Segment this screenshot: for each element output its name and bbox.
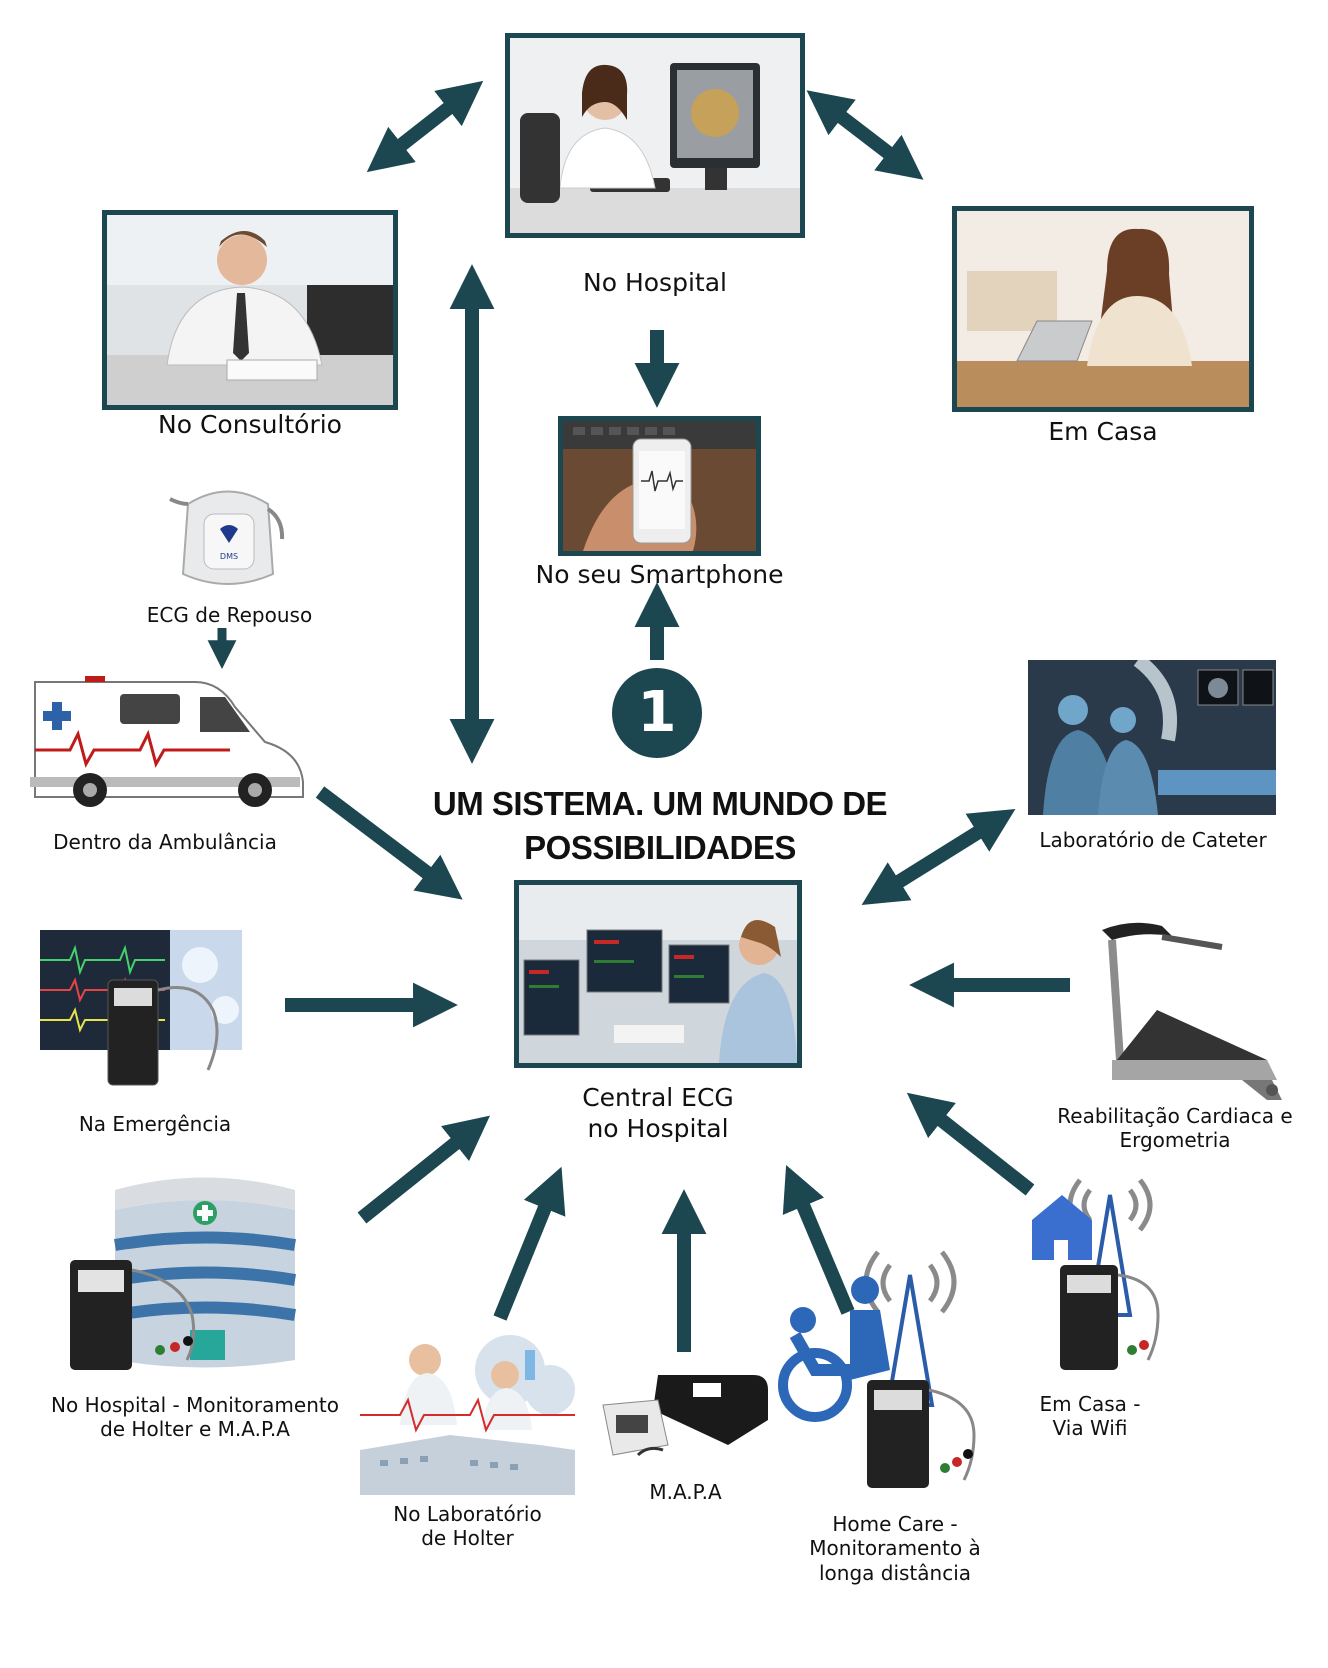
consultorio-photo <box>102 210 398 410</box>
cath-lab-icon <box>1028 660 1276 815</box>
central-label-line1: Central ECG <box>582 1083 734 1112</box>
house-antenna-image <box>1032 1165 1167 1375</box>
doctor-writing-icon <box>107 215 393 405</box>
holter-hospital-label-line1: No Hospital - Monitoramento <box>51 1393 339 1417</box>
svg-text:DMS: DMS <box>220 552 238 561</box>
arrow-homecare-central <box>782 1164 855 1315</box>
ambulance-icon <box>30 676 304 807</box>
home-care-label-line1: Home Care - <box>832 1512 958 1536</box>
cateter-label: Laboratório de Cateter <box>1039 828 1267 852</box>
ambulancia-label: Dentro da Ambulância <box>53 830 277 854</box>
casa-wifi-label: Em Casa - Via Wifi <box>1005 1392 1175 1441</box>
emergencia-label: Na Emergência <box>78 1112 232 1136</box>
main-title-line2: POSSIBILIDADES <box>524 828 796 866</box>
casa-label: Em Casa <box>1048 417 1158 446</box>
laboratory-image <box>360 1330 575 1495</box>
reabilitacao-label-line1: Reabilitação Cardiaca e <box>1057 1104 1293 1128</box>
smartphone-label: No seu Smartphone <box>535 560 784 589</box>
arrow-cateter-central <box>861 809 1016 905</box>
repouso-label: ECG de Repouso <box>146 603 313 627</box>
arrow-hospital-consultorio <box>366 80 484 173</box>
central-label-line2: no Hospital <box>587 1113 729 1143</box>
emergency-monitor-icon <box>40 930 242 1086</box>
mapa-label: M.A.P.A <box>649 1480 722 1504</box>
step-number-badge: 1 <box>612 668 702 758</box>
home-care-image <box>775 1230 985 1490</box>
home-care-label-line2: Monitoramento à <box>809 1536 981 1561</box>
treadmill-image <box>1082 915 1292 1100</box>
blood-pressure-monitor-icon <box>602 1375 768 1457</box>
home-care-label: Home Care - Monitoramento à longa distân… <box>790 1512 1000 1585</box>
monitoring-center-icon <box>519 885 797 1063</box>
smartphone-photo <box>558 416 761 556</box>
laboratorio-label-line2: de Holter <box>421 1526 514 1551</box>
woman-laptop-icon <box>957 211 1249 407</box>
casa-wifi-label-line2: Via Wifi <box>1052 1416 1128 1441</box>
laboratory-icon <box>360 1330 575 1495</box>
house-antenna-icon <box>1032 1178 1160 1370</box>
treadmill-icon <box>1102 922 1282 1100</box>
ambulance-image <box>30 672 305 810</box>
smartphone-ecg-icon <box>563 421 756 551</box>
doctor-at-computer-icon <box>510 38 800 233</box>
arrow-laboratorio-central <box>493 1166 566 1321</box>
central-label: Central ECG no Hospital <box>514 1083 802 1144</box>
wheelchair-antenna-icon <box>778 1250 976 1488</box>
ecg-device-image: DMS <box>168 484 288 594</box>
cath-lab-image <box>1028 660 1276 815</box>
holter-hospital-label-line2: de Holter e M.A.P.A <box>100 1417 290 1442</box>
hospital-building-icon <box>70 1177 296 1370</box>
main-title-line1: UM SISTEMA. UM MUNDO DE <box>432 785 888 822</box>
hospital-label: No Hospital <box>583 268 727 297</box>
central-photo <box>514 880 802 1068</box>
hospital-photo <box>505 33 805 238</box>
home-care-label-line3: longa distância <box>818 1560 972 1585</box>
casa-photo <box>952 206 1254 412</box>
arrow-casa-wifi-central <box>906 1092 1035 1196</box>
reabilitacao-label: Reabilitação Cardiaca e Ergometria <box>1035 1104 1315 1153</box>
arrow-ambulancia-central <box>315 786 463 900</box>
hospital-building-image <box>70 1175 342 1375</box>
consultorio-label: No Consultório <box>158 410 342 439</box>
casa-wifi-label-line1: Em Casa - <box>1039 1392 1141 1416</box>
arrow-holter-hospital-central <box>357 1115 490 1224</box>
arrow-hospital-casa <box>806 90 924 180</box>
blood-pressure-image <box>598 1365 773 1465</box>
laboratorio-label-line1: No Laboratório <box>393 1502 542 1526</box>
main-title: UM SISTEMA. UM MUNDO DE POSSIBILIDADES <box>400 782 920 869</box>
emergency-image <box>40 930 242 1088</box>
holter-hospital-label: No Hospital - Monitoramento de Holter e … <box>30 1393 360 1442</box>
laboratorio-label: No Laboratório de Holter <box>360 1502 575 1551</box>
reabilitacao-label-line2: Ergometria <box>1119 1128 1231 1153</box>
ecg-device-icon: DMS <box>169 490 285 585</box>
